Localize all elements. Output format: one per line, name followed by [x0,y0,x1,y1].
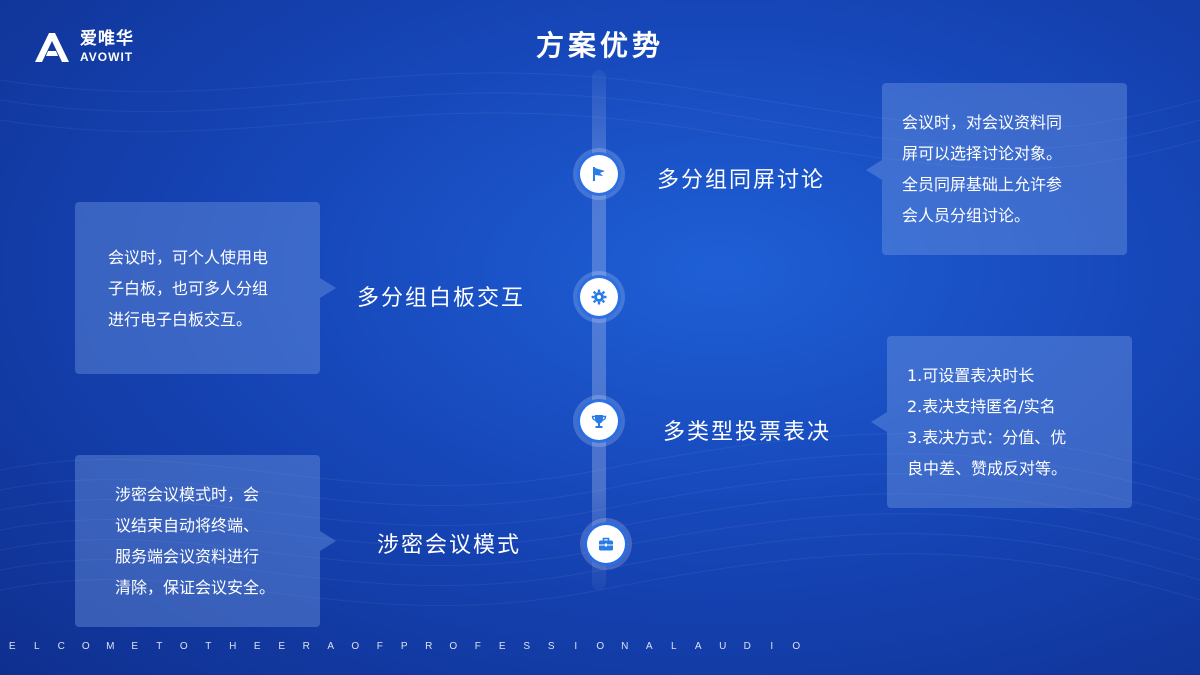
avowit-logo-icon [35,33,69,62]
feature-label-1: 多分组同屏讨论 [657,168,826,193]
card-pointer-1 [866,160,882,180]
gear-icon [591,289,607,305]
feature-label-3: 多类型投票表决 [663,420,832,445]
feature-label-4: 涉密会议模式 [377,533,522,558]
brand-name-en: AVOWIT [80,50,134,64]
flag-icon [593,167,605,181]
timeline-node-2 [573,271,625,323]
feature-desc-2: 会议时，可个人使用电 子白板，也可多人分组 进行电子白板交互。 [108,247,269,329]
card-pointer-3 [871,412,887,432]
brand-name-cn: 爱唯华 [80,29,134,49]
card-pointer-2 [320,278,336,298]
timeline-node-4 [580,518,632,570]
feature-desc-1: 会议时，对会议资料同 屏可以选择讨论对象。 全员同屏基础上允许参 会人员分组讨论… [902,113,1063,225]
feature-card-2: 会议时，可个人使用电 子白板，也可多人分组 进行电子白板交互。 [75,202,320,374]
feature-label-2: 多分组白板交互 [357,286,526,311]
page-title: 方案优势 [535,29,664,62]
card-pointer-4 [320,531,336,551]
feature-card-1: 会议时，对会议资料同 屏可以选择讨论对象。 全员同屏基础上允许参 会人员分组讨论… [882,83,1127,255]
brand-logo: 爱唯华 AVOWIT [32,30,134,64]
briefcase-icon [599,537,613,551]
feature-desc-4: 涉密会议模式时，会 议结束自动将终端、 服务端会议资料进行 清除，保证会议安全。 [115,485,276,597]
trophy-icon [591,415,607,428]
feature-card-3: 1.可设置表决时长 2.表决支持匿名/实名 3.表决方式：分值、优 良中差、赞成… [887,336,1132,508]
timeline-axis [592,70,606,590]
feature-desc-3: 1.可设置表决时长 2.表决支持匿名/实名 3.表决方式：分值、优 良中差、赞成… [907,366,1068,478]
timeline-node-1 [573,148,625,200]
feature-card-4: 涉密会议模式时，会 议结束自动将终端、 服务端会议资料进行 清除，保证会议安全。 [75,455,320,627]
timeline-node-3 [573,395,625,447]
